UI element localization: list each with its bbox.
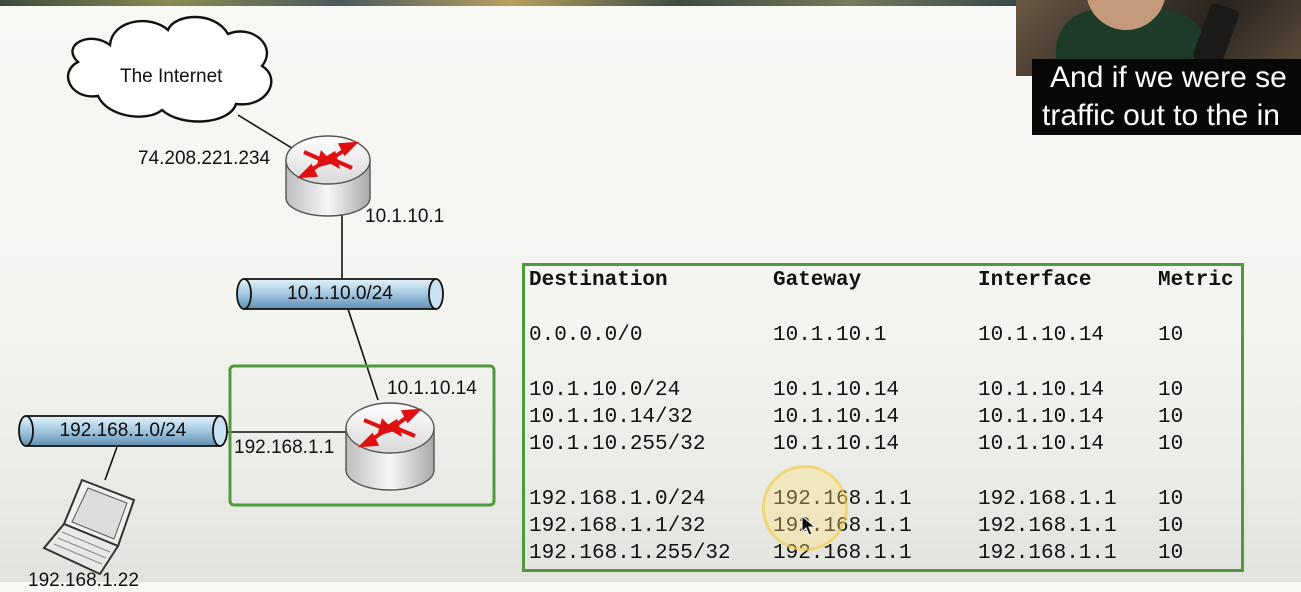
row-0-interface: 10.1.10.14	[978, 324, 1105, 347]
routing-table: Destination Gateway Interface Metric 0.0…	[522, 263, 1244, 572]
router-1-public-ip: 74.208.221.234	[138, 148, 271, 169]
link-net1-router2	[347, 308, 379, 401]
row-4-metric: 10	[1158, 488, 1184, 511]
network-1-label: 10.1.10.0/24	[287, 283, 393, 304]
row-6-destination: 192.168.1.255/32	[529, 542, 731, 565]
header-interface: Interface	[978, 269, 1092, 292]
row-1-metric: 10	[1158, 379, 1184, 402]
cursor-highlight-circle	[762, 465, 848, 551]
row-5-destination: 192.168.1.1/32	[529, 515, 706, 538]
row-4-interface: 192.168.1.1	[978, 488, 1117, 511]
caption-line-2: traffic out to the in	[1032, 97, 1301, 135]
network-pipe-1	[236, 278, 444, 310]
network-pipe-2	[18, 415, 228, 447]
row-6-metric: 10	[1158, 542, 1184, 565]
row-2-gateway: 10.1.10.14	[773, 406, 900, 429]
internet-cloud-label: The Internet	[120, 66, 223, 87]
row-5-metric: 10	[1158, 515, 1184, 538]
header-metric: Metric	[1158, 269, 1234, 292]
router-2-lan-ip: 192.168.1.1	[234, 437, 335, 458]
row-3-interface: 10.1.10.14	[978, 433, 1105, 456]
row-0-metric: 10	[1158, 324, 1184, 347]
row-1-interface: 10.1.10.14	[978, 379, 1105, 402]
router-1-lan-ip: 10.1.10.1	[365, 206, 445, 227]
row-3-gateway: 10.1.10.14	[773, 433, 900, 456]
row-2-metric: 10	[1158, 406, 1184, 429]
row-0-destination: 0.0.0.0/0	[529, 324, 643, 347]
row-2-destination: 10.1.10.14/32	[529, 406, 693, 429]
router-2-wan-ip: 10.1.10.14	[387, 378, 477, 399]
caption-line-1: And if we were se	[1032, 59, 1301, 97]
link-cloud-router1	[237, 114, 296, 151]
row-3-destination: 10.1.10.255/32	[529, 433, 706, 456]
router-2-icon	[345, 402, 435, 491]
network-2-label: 192.168.1.0/24	[59, 420, 187, 441]
row-3-metric: 10	[1158, 433, 1184, 456]
row-2-interface: 10.1.10.14	[978, 406, 1105, 429]
mouse-pointer-icon	[801, 515, 817, 536]
header-gateway: Gateway	[773, 269, 862, 292]
laptop-ip: 192.168.1.22	[28, 570, 139, 591]
header-destination: Destination	[529, 269, 668, 292]
row-1-destination: 10.1.10.0/24	[529, 379, 681, 402]
laptop-icon	[42, 478, 136, 576]
router-1-icon	[285, 135, 371, 217]
router-2-highlight-box	[228, 364, 496, 507]
video-top-strip	[0, 0, 1020, 6]
row-1-gateway: 10.1.10.14	[773, 379, 900, 402]
row-5-interface: 192.168.1.1	[978, 515, 1117, 538]
row-4-destination: 192.168.1.0/24	[529, 488, 706, 511]
row-0-gateway: 10.1.10.1	[773, 324, 887, 347]
internet-cloud-icon	[67, 15, 273, 123]
row-6-interface: 192.168.1.1	[978, 542, 1117, 565]
link-net2-laptop	[104, 446, 118, 481]
